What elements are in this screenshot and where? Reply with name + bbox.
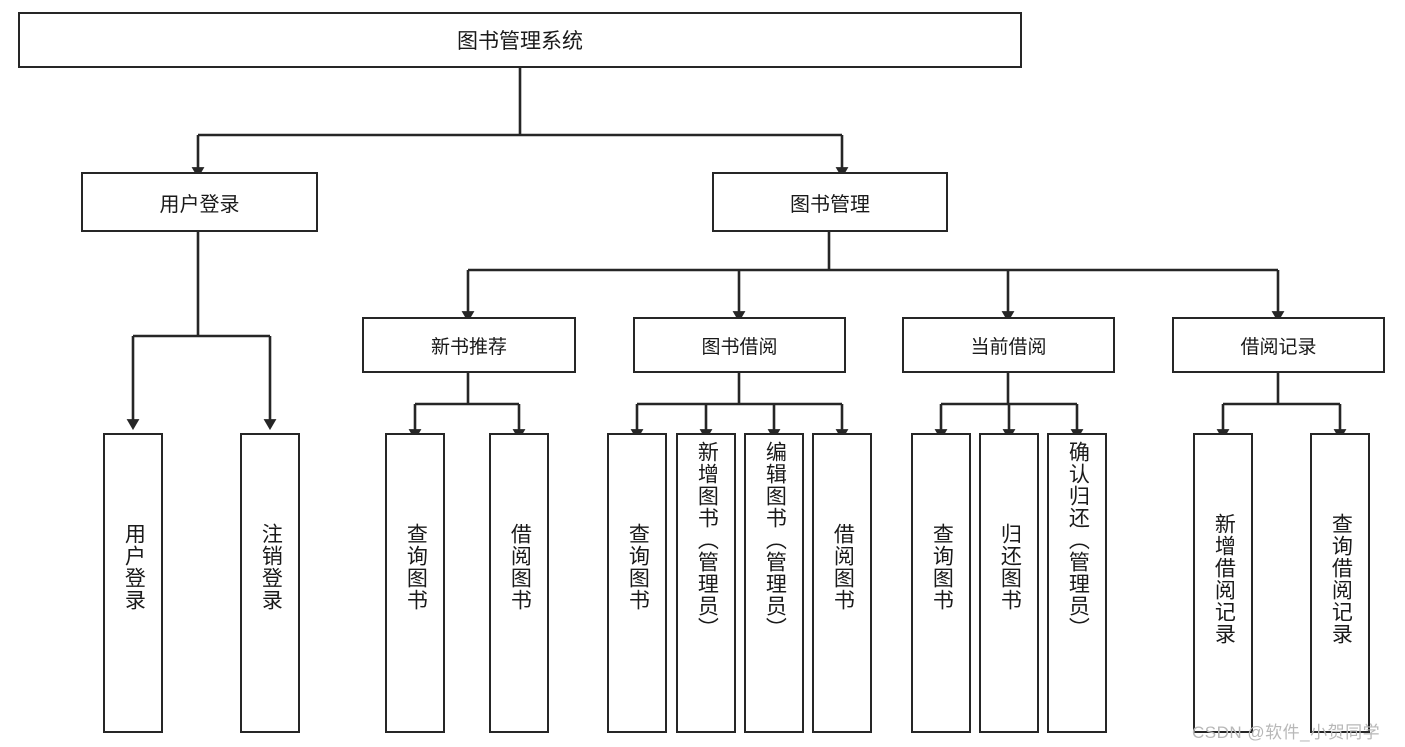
leaf-confirm-return-label: 确认归还（管理员） [1066,441,1090,639]
leaf-user-logout[interactable]: 注销登录 [240,433,300,733]
node-borrow-record-label: 借阅记录 [1240,336,1317,358]
leaf-query-book-borrow[interactable]: 查询图书 [607,433,667,733]
leaf-add-book-label: 新增图书（管理员） [695,441,719,639]
node-book-manage[interactable]: 图书管理 [712,172,948,232]
leaf-confirm-return[interactable]: 确认归还（管理员） [1047,433,1107,733]
node-root[interactable]: 图书管理系统 [18,12,1022,68]
node-book-manage-label: 图书管理 [790,193,870,216]
leaf-query-book-recommend-label: 查询图书 [404,523,428,611]
leaf-return-book-label: 归还图书 [998,523,1022,611]
leaf-user-logout-label: 注销登录 [259,523,283,611]
leaf-add-book[interactable]: 新增图书（管理员） [676,433,736,733]
leaf-borrow-book-recommend[interactable]: 借阅图书 [489,433,549,733]
leaf-query-book-borrow-label: 查询图书 [626,523,650,611]
leaf-query-book-recommend[interactable]: 查询图书 [385,433,445,733]
leaf-edit-book[interactable]: 编辑图书（管理员） [744,433,804,733]
leaf-query-book-current-label: 查询图书 [930,523,954,611]
leaf-query-record[interactable]: 查询借阅记录 [1310,433,1370,733]
leaf-add-record-label: 新增借阅记录 [1212,513,1236,645]
leaf-borrow-book-borrow[interactable]: 借阅图书 [812,433,872,733]
node-borrow-record[interactable]: 借阅记录 [1172,317,1385,373]
leaf-query-book-current[interactable]: 查询图书 [911,433,971,733]
leaf-query-record-label: 查询借阅记录 [1329,513,1353,645]
csdn-watermark: CSDN @软件_小贺同学 [1192,723,1381,742]
leaf-edit-book-label: 编辑图书（管理员） [763,441,787,639]
node-book-borrow[interactable]: 图书借阅 [633,317,846,373]
leaf-return-book[interactable]: 归还图书 [979,433,1039,733]
leaf-borrow-book-borrow-label: 借阅图书 [831,523,855,611]
node-user-login-label: 用户登录 [159,193,240,216]
node-new-book-recommend-label: 新书推荐 [430,336,507,358]
node-user-login[interactable]: 用户登录 [81,172,318,232]
leaf-user-login[interactable]: 用户登录 [103,433,163,733]
leaf-add-record[interactable]: 新增借阅记录 [1193,433,1253,733]
node-current-borrow[interactable]: 当前借阅 [902,317,1115,373]
leaf-user-login-label: 用户登录 [122,523,146,611]
node-book-borrow-label: 图书借阅 [701,336,778,358]
leaf-borrow-book-recommend-label: 借阅图书 [508,523,532,611]
node-root-label: 图书管理系统 [457,30,583,53]
node-current-borrow-label: 当前借阅 [970,336,1047,358]
node-new-book-recommend[interactable]: 新书推荐 [362,317,576,373]
